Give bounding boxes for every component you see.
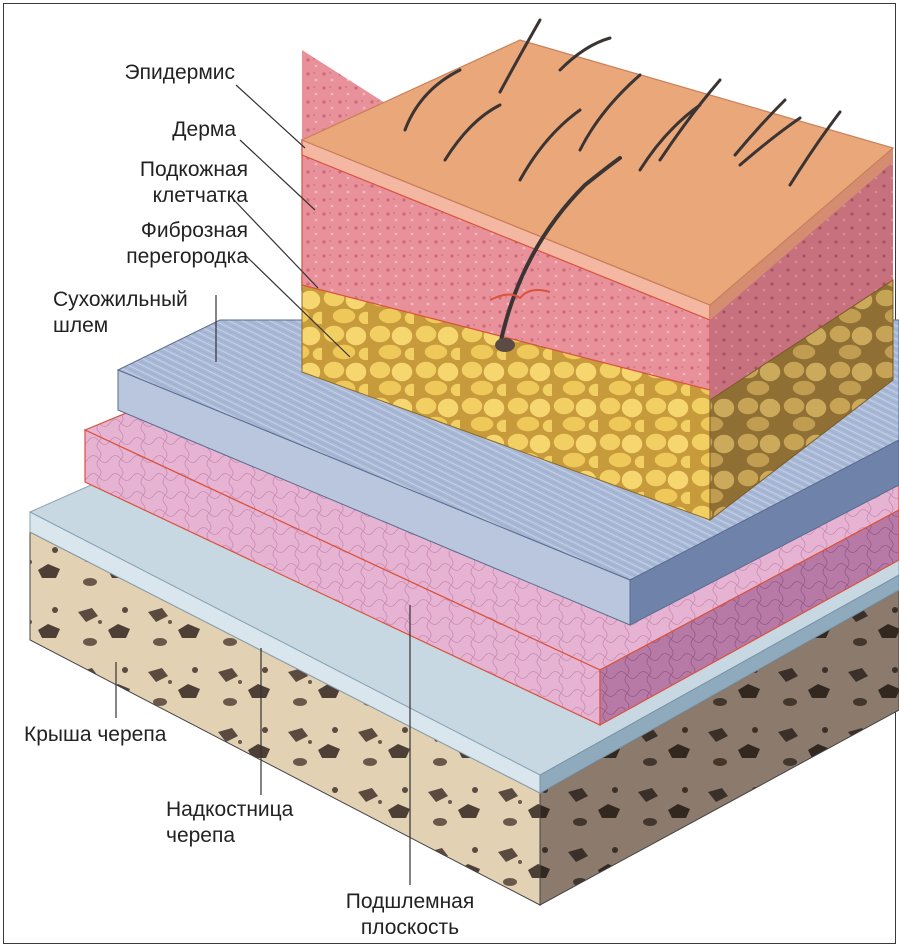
label-subcutaneous-tissue: Подкожная клетчатка	[70, 157, 248, 209]
hair-follicle	[495, 338, 515, 352]
label-subgaleal-plane: Подшлемная плоскость	[290, 889, 530, 941]
label-galea-aponeurotica: Сухожильный шлем	[53, 287, 188, 339]
label-pericranium: Надкостница черепа	[166, 797, 293, 849]
leader-epidermis	[236, 85, 305, 148]
label-dermis: Дерма	[80, 117, 236, 143]
label-skull-roof: Крыша черепа	[24, 722, 166, 748]
label-epidermis: Эпидермис	[80, 60, 235, 86]
label-fibrous-septum: Фиброзная перегородка	[60, 218, 248, 270]
